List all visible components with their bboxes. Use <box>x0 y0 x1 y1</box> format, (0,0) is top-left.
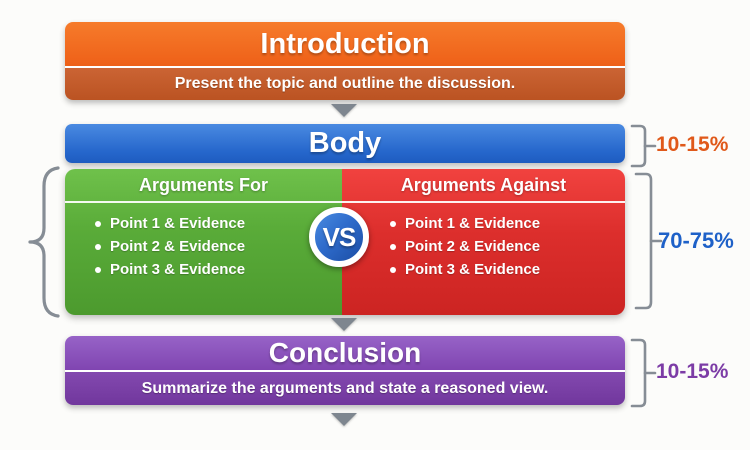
bullet-icon <box>390 220 396 227</box>
arguments-against-header: Arguments Against <box>400 175 567 195</box>
arguments-for-list: Point 1 & Evidence Point 2 & Evidence Po… <box>95 212 245 281</box>
bullet-icon <box>390 266 396 273</box>
point-text: Point 2 & Evidence <box>110 238 246 255</box>
panel-header-divider <box>65 201 625 203</box>
point-text: Point 1 & Evidence <box>405 215 541 232</box>
conclusion-subtitle: Summarize the arguments and state a reas… <box>65 372 625 405</box>
bullet-icon <box>95 243 101 250</box>
list-item: Point 3 & Evidence <box>95 258 245 281</box>
introduction-subtitle: Present the topic and outline the discus… <box>65 68 625 100</box>
body-block: Body <box>65 124 625 163</box>
body-bracket-icon <box>630 124 657 168</box>
arguments-bracket-icon <box>634 172 663 310</box>
down-arrow-icon <box>331 104 357 117</box>
list-item: Point 1 & Evidence <box>95 212 245 235</box>
down-arrow-icon <box>331 413 357 426</box>
list-item: Point 1 & Evidence <box>390 212 540 235</box>
conclusion-block: Conclusion Summarize the arguments and s… <box>65 336 625 405</box>
arguments-against-panel: Arguments Against Point 1 & Evidence Poi… <box>342 169 625 315</box>
introduction-divider <box>65 66 625 68</box>
list-item: Point 2 & Evidence <box>95 235 245 258</box>
bullet-icon <box>95 220 101 227</box>
bullet-icon <box>95 266 101 273</box>
introduction-block: Introduction Present the topic and outli… <box>65 22 625 100</box>
point-text: Point 1 & Evidence <box>110 215 246 232</box>
conclusion-percentage-label: 10-15% <box>656 360 729 383</box>
arguments-for-header: Arguments For <box>138 175 268 195</box>
point-text: Point 2 & Evidence <box>405 238 541 255</box>
left-curly-brace-icon <box>28 166 60 318</box>
arguments-for-panel: Arguments For Point 1 & Evidence Point 2… <box>65 169 342 315</box>
point-text: Point 3 & Evidence <box>110 261 246 278</box>
conclusion-divider <box>65 370 625 372</box>
introduction-title: Introduction <box>65 22 625 66</box>
arguments-panel: Arguments For Point 1 & Evidence Point 2… <box>65 169 625 315</box>
vs-label: VS <box>322 221 357 252</box>
vs-badge: VS <box>309 207 369 267</box>
point-text: Point 3 & Evidence <box>405 261 541 278</box>
body-title: Body <box>65 124 625 163</box>
body-percentage-label: 10-15% <box>656 133 729 156</box>
list-item: Point 3 & Evidence <box>390 258 540 281</box>
conclusion-title: Conclusion <box>65 336 625 370</box>
list-item: Point 2 & Evidence <box>390 235 540 258</box>
bullet-icon <box>390 243 396 250</box>
arguments-percentage-label: 70-75% <box>658 228 734 253</box>
down-arrow-icon <box>331 318 357 331</box>
arguments-against-list: Point 1 & Evidence Point 2 & Evidence Po… <box>390 212 540 281</box>
conclusion-bracket-icon <box>630 338 657 408</box>
